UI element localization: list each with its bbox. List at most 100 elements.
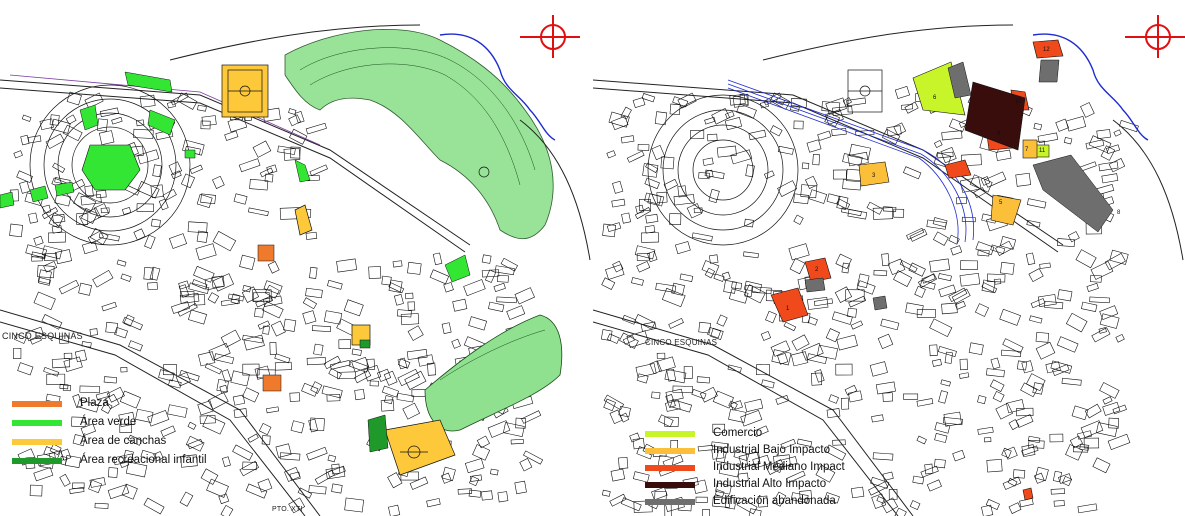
urban-block xyxy=(107,467,119,478)
urban-block xyxy=(1105,144,1121,154)
urban-block xyxy=(1026,198,1047,209)
urban-block xyxy=(1063,136,1073,145)
urban-block xyxy=(1100,145,1116,161)
urban-block xyxy=(127,434,143,446)
urban-block xyxy=(257,320,271,330)
urban-block xyxy=(101,301,117,312)
urban-block xyxy=(731,281,743,290)
urban-block xyxy=(873,270,888,276)
urban-block xyxy=(38,277,51,286)
urban-block xyxy=(122,316,143,331)
parcel-number: 8 xyxy=(1117,210,1121,216)
urban-block xyxy=(33,467,54,482)
urban-block xyxy=(877,333,894,350)
urban-block xyxy=(185,435,205,452)
urban-block xyxy=(959,358,968,371)
urban-block xyxy=(783,321,797,332)
urban-block xyxy=(387,472,403,489)
urban-block xyxy=(402,402,421,420)
urban-block xyxy=(711,441,729,449)
urban-block xyxy=(1027,435,1041,444)
urban-block xyxy=(933,231,949,246)
legend-swatch xyxy=(12,419,62,426)
urban-block xyxy=(808,189,828,204)
urban-block xyxy=(74,349,87,363)
urban-block xyxy=(1037,294,1057,307)
urban-block xyxy=(799,490,812,500)
urban-block xyxy=(924,463,934,475)
urban-block xyxy=(828,394,839,404)
urban-block xyxy=(981,279,996,293)
urban-block xyxy=(100,207,110,214)
urban-block xyxy=(136,203,154,212)
urban-block xyxy=(381,275,392,286)
urban-block xyxy=(801,162,810,170)
urban-block xyxy=(80,423,97,437)
legend-item-industrial-alto: Industrial Alto Impacto xyxy=(645,476,845,493)
urban-block xyxy=(866,201,883,215)
urban-block xyxy=(933,139,943,149)
urban-block xyxy=(1071,405,1089,421)
urban-block xyxy=(25,326,45,342)
urban-block xyxy=(169,233,188,249)
urban-block xyxy=(326,394,341,402)
urban-block xyxy=(908,262,926,277)
urban-block xyxy=(1102,396,1113,405)
place-label: CINCO ESQUINAS xyxy=(645,338,718,347)
urban-block xyxy=(1108,158,1126,173)
urban-block xyxy=(940,146,957,164)
legend-item-industrial-bajo: Industrial Bajo Impacto xyxy=(645,442,845,459)
urban-block xyxy=(702,509,711,516)
parcel-number: 9 xyxy=(997,131,1001,137)
urban-block xyxy=(732,94,749,108)
urban-block xyxy=(84,92,104,109)
urban-block xyxy=(674,241,691,255)
urban-block xyxy=(934,432,948,443)
urban-block xyxy=(942,416,963,426)
urban-block xyxy=(1052,470,1063,483)
urban-block xyxy=(777,180,798,197)
urban-block xyxy=(89,328,98,336)
urban-block xyxy=(323,310,343,325)
urban-block xyxy=(407,325,424,341)
urban-block xyxy=(644,192,662,205)
parcel-number: 12 xyxy=(1043,47,1050,53)
urban-block xyxy=(125,461,148,478)
urban-block xyxy=(977,395,987,405)
urban-block xyxy=(1107,433,1131,450)
urban-block xyxy=(249,178,269,191)
urban-block xyxy=(48,212,64,229)
urban-block xyxy=(80,194,102,206)
urban-block xyxy=(1061,377,1082,386)
urban-block xyxy=(1016,360,1028,371)
urban-block xyxy=(645,162,659,173)
urban-block xyxy=(393,293,404,306)
urban-block xyxy=(49,443,62,456)
urban-block xyxy=(831,311,853,325)
urban-block xyxy=(200,193,217,205)
urban-block xyxy=(1050,488,1066,495)
urban-block xyxy=(369,380,379,387)
urban-block xyxy=(309,417,325,431)
urban-block xyxy=(147,282,158,291)
urban-block xyxy=(111,116,123,125)
urban-block xyxy=(668,318,684,329)
urban-block xyxy=(440,472,452,484)
urban-block xyxy=(354,370,372,384)
urban-block xyxy=(274,361,292,371)
urban-block xyxy=(327,454,337,463)
urban-block xyxy=(196,230,209,243)
urban-block xyxy=(37,264,55,279)
urban-block xyxy=(765,310,777,324)
soccer-field-icon xyxy=(847,69,883,113)
urban-block xyxy=(677,92,697,109)
urban-block xyxy=(213,353,235,365)
urban-block xyxy=(252,140,272,158)
urban-block xyxy=(116,259,127,267)
urban-block xyxy=(119,390,141,409)
urban-block xyxy=(306,446,328,461)
urban-block xyxy=(661,287,686,308)
urban-block xyxy=(651,486,668,501)
urban-block xyxy=(1045,361,1061,374)
urban-block xyxy=(738,451,761,469)
